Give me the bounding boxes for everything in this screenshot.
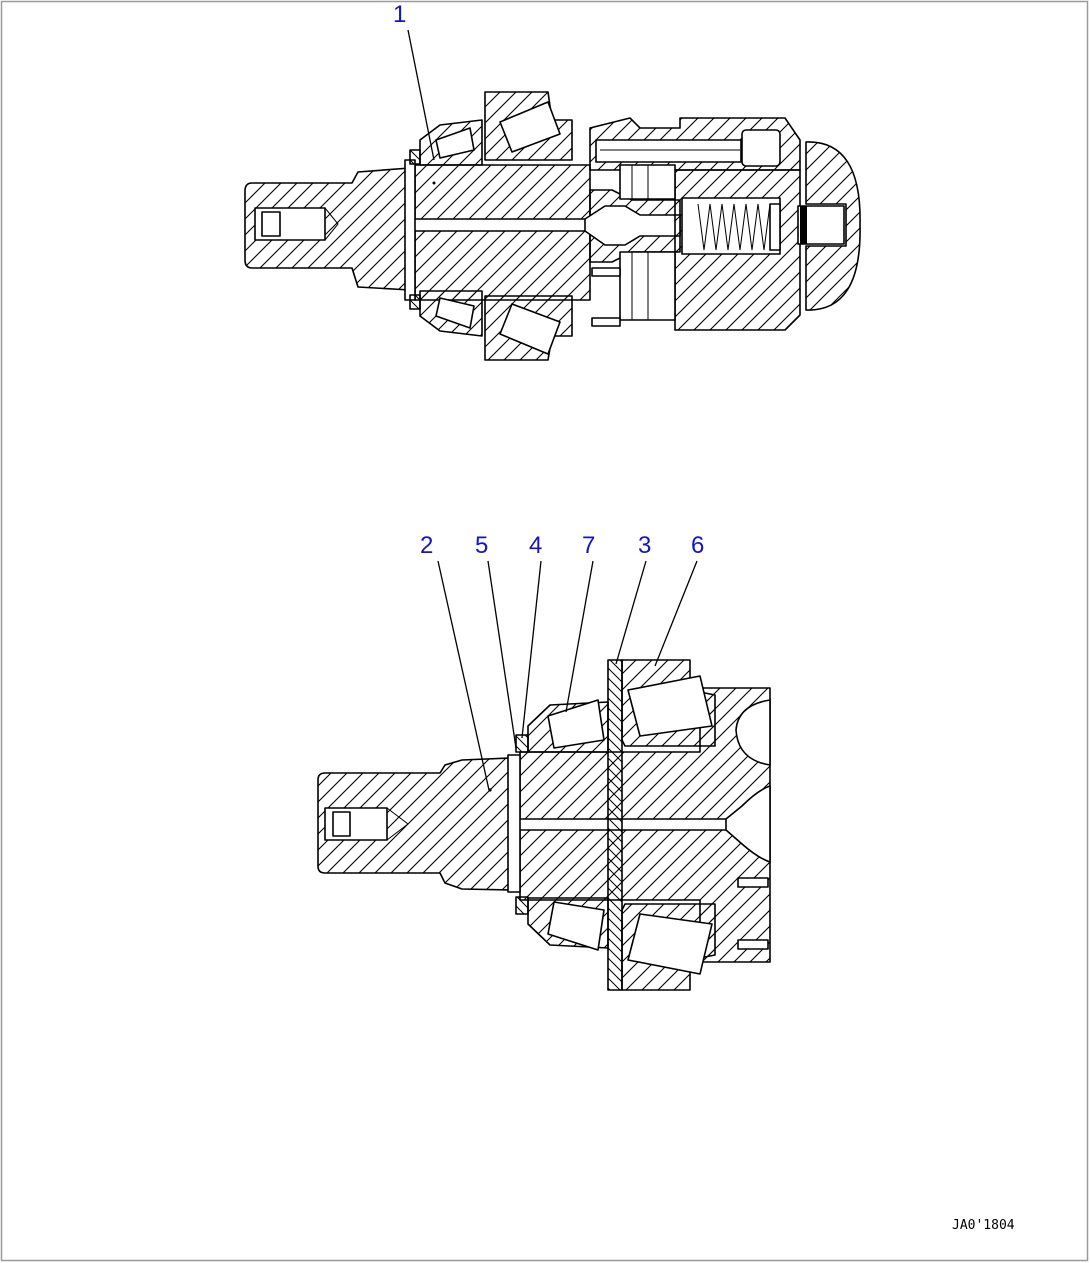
upper-roller-top [499,101,561,153]
upper-shaft-end [244,167,411,291]
upper-spring [697,203,771,251]
upper-end-cap [805,141,861,311]
upper-snap-ring-top [409,149,421,165]
callout-6: 6 [691,532,704,559]
upper-callouts: 1 [393,1,436,185]
upper-roller-bottom [499,303,561,355]
upper-bolt-head [261,211,281,237]
lower-flange-pin-2 [737,939,769,950]
lower-bearing-6-roller-top [627,675,713,737]
upper-plunger [741,129,781,167]
lower-assembly [317,659,771,991]
leader-1-dot [432,181,436,185]
upper-piston-chamber [595,139,742,163]
leader-5 [487,560,517,749]
callout-5: 5 [475,532,488,559]
upper-mid-spacer-top-lines [631,165,649,199]
lower-bolt-head [332,811,351,837]
upper-plug-seal [800,206,807,244]
leader-3 [615,560,647,665]
lower-ring-5 [507,754,521,893]
lower-bearing-7-roller-bottom [547,901,605,951]
callout-2: 2 [420,532,433,559]
upper-shaft-body [414,164,591,301]
lower-callouts: 2 5 4 7 3 6 [420,532,704,791]
upper-roller-small-top [435,127,475,159]
lower-bearing-7-roller-top [547,699,605,749]
leader-1 [407,29,435,161]
leader-7 [565,560,594,713]
upper-mid-spacer-bottom-lines [631,252,649,320]
callout-4: 4 [529,532,542,559]
upper-roller-small-bottom [435,297,475,329]
upper-pin-1 [591,267,621,277]
callout-1: 1 [393,1,406,28]
lower-ring-3 [607,659,623,991]
lower-flange-pin-1 [737,877,769,888]
callout-7: 7 [582,532,595,559]
upper-bolt-tip [324,207,339,241]
leader-6 [654,560,698,667]
drawing-code: JA0'1804 [952,1218,1015,1233]
lower-bore-cone [725,785,771,863]
upper-collar-ring [404,159,416,301]
upper-pin-2 [591,317,621,327]
upper-shaft-bore [409,218,589,232]
leader-2 [437,560,490,791]
upper-spring-seat [769,203,781,251]
leader-4 [521,560,542,739]
callout-3: 3 [638,532,651,559]
upper-assembly [244,91,861,361]
lower-snap-ring-4-bottom [515,896,529,915]
lower-bolt-tip [386,807,409,841]
upper-snap-ring-bottom [409,294,421,310]
lower-bearing-6-roller-bottom [627,913,713,975]
lower-flange-cutout [735,699,771,766]
